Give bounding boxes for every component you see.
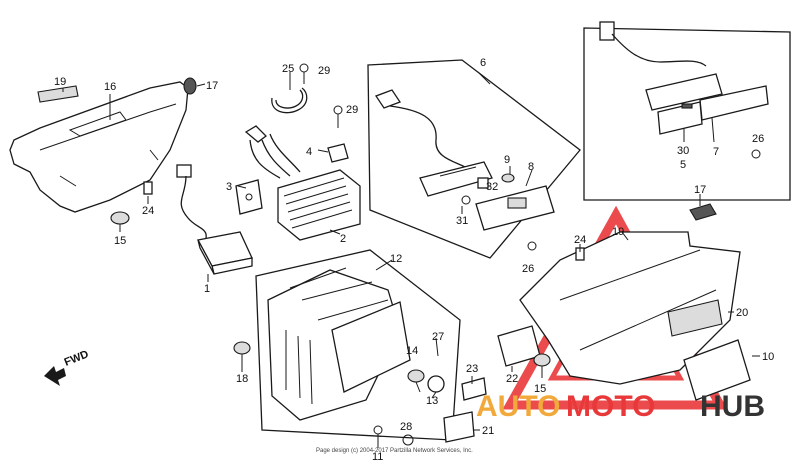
callout-27: 27 — [432, 331, 444, 343]
callout-21: 21 — [482, 425, 494, 437]
callout-26: 26 — [522, 263, 534, 275]
callout-6: 6 — [480, 57, 486, 69]
callout-17-b: 17 — [694, 184, 706, 196]
callout-15-b: 15 — [534, 383, 546, 395]
callout-12: 12 — [390, 253, 402, 265]
callout-22: 22 — [506, 373, 518, 385]
callout-29: 29 — [318, 65, 330, 77]
callout-19: 19 — [612, 226, 624, 238]
control-unit — [176, 164, 253, 275]
copyright-text: Page design (c) 2004-2017 Partzilla Netw… — [316, 448, 473, 454]
callout-15: 15 — [114, 235, 126, 247]
callout-32: 32 — [486, 181, 498, 193]
callout-13: 13 — [426, 395, 438, 407]
callout-26-tr: 26 — [752, 133, 764, 145]
callout-25: 25 — [282, 63, 294, 75]
callout-29-b: 29 — [346, 104, 358, 116]
group-box-top-right — [583, 21, 791, 201]
callout-9: 9 — [504, 154, 510, 166]
callout-16: 16 — [104, 81, 116, 93]
group-box-6 — [367, 59, 581, 259]
callout-2: 2 — [340, 233, 346, 245]
callout-5: 5 — [680, 159, 686, 171]
side-cover-right — [497, 203, 751, 401]
callout-10: 10 — [762, 351, 774, 363]
forward-arrow-icon — [44, 366, 66, 386]
callout-4: 4 — [306, 146, 312, 158]
callout-1: 1 — [204, 283, 210, 295]
side-cover-left — [9, 77, 197, 225]
callout-11: 11 — [372, 451, 383, 463]
callout-31: 31 — [456, 215, 468, 227]
callout-28: 28 — [400, 421, 412, 433]
callout-23: 23 — [466, 363, 478, 375]
callout-7: 7 — [713, 146, 719, 158]
callout-18: 18 — [236, 373, 248, 385]
battery-box — [233, 249, 487, 448]
callout-3: 3 — [226, 181, 232, 193]
callout-20-b: 20 — [736, 307, 748, 319]
leader-lines — [62, 71, 760, 431]
callout-labels: 19 16 17 24 15 1 3 4 2 25 29 29 6 9 8 32… — [54, 57, 774, 463]
callout-14: 14 — [406, 345, 418, 357]
watermark-text: AUTO MOTO HUB — [476, 390, 765, 423]
callout-24: 24 — [142, 205, 154, 217]
regulator-rectifier — [235, 125, 361, 241]
watermark-auto: AUTO — [476, 390, 560, 423]
callout-30: 30 — [677, 145, 689, 157]
watermark-hub: HUB — [700, 390, 765, 423]
callout-8: 8 — [528, 161, 534, 173]
callout-20: 19 — [54, 76, 66, 88]
forward-label: FWD — [63, 348, 91, 369]
clamp — [271, 63, 349, 163]
callout-17: 17 — [206, 80, 218, 92]
watermark-moto: MOTO — [566, 390, 655, 423]
callout-24-b: 24 — [574, 234, 586, 246]
